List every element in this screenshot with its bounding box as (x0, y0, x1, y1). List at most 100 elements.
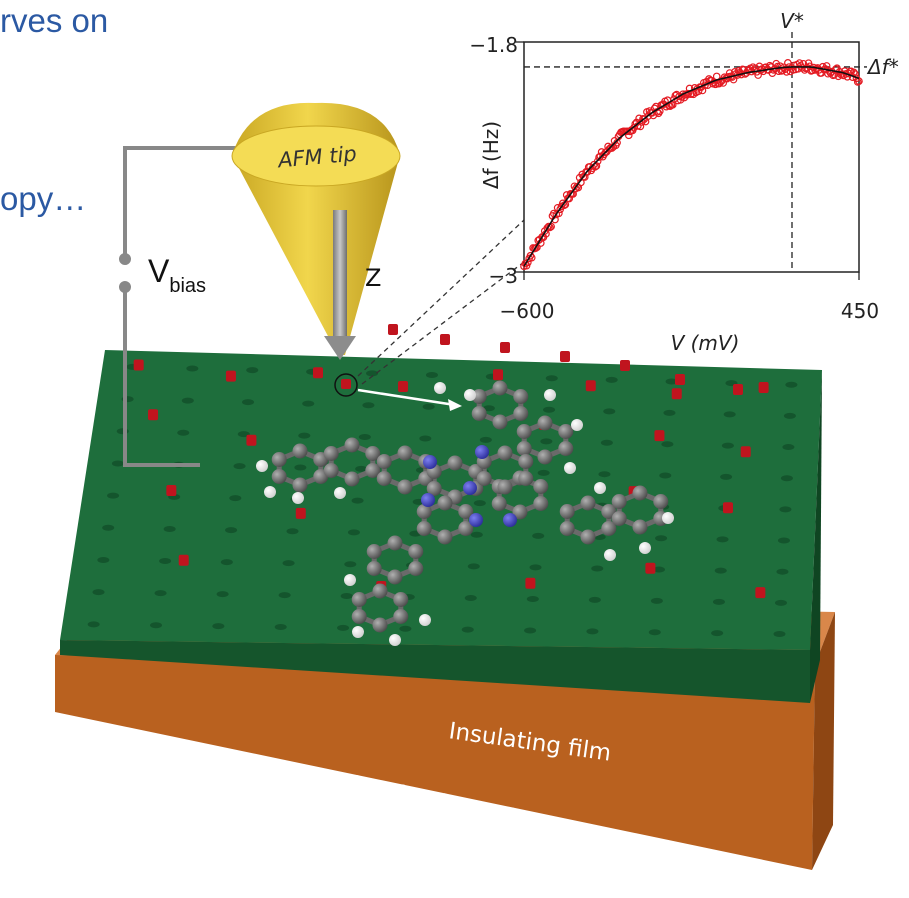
x-tick-label-right: 450 (841, 299, 879, 323)
lattice-site (598, 471, 611, 478)
carbon-atom (491, 496, 507, 511)
adatom (560, 351, 570, 362)
carbon-atom (512, 504, 528, 520)
carbon-atom (580, 529, 596, 545)
carbon-atom (497, 445, 513, 461)
carbon-atom (292, 443, 308, 459)
carbon-atom (458, 504, 474, 519)
hline-label: Δf* (866, 55, 899, 79)
carbon-atom (271, 452, 287, 467)
adatom (740, 446, 751, 458)
lattice-site (216, 591, 229, 598)
fit-line (523, 66, 860, 267)
lattice-site (87, 621, 100, 628)
lattice-site (586, 628, 599, 635)
lattice-site (212, 623, 225, 630)
lattice-site (470, 531, 483, 538)
carbon-atom (387, 569, 403, 585)
data-point (701, 81, 709, 89)
chart-frame (523, 41, 860, 273)
lattice-site (366, 370, 379, 377)
lattice-site (399, 625, 412, 632)
data-point (831, 65, 840, 73)
adatom (620, 360, 630, 371)
lattice-site (663, 409, 676, 416)
lattice-site (340, 593, 353, 600)
lattice-site (298, 432, 311, 439)
hydrogen-atom (352, 626, 364, 638)
df-vs-v-chart: −1.8 −3 −600 450 V (mV) Δf (Hz) V* Δf* (469, 9, 898, 355)
lattice-site (776, 568, 789, 575)
carbon-atom (365, 446, 381, 461)
lattice-site (785, 381, 798, 388)
data-point (623, 127, 632, 136)
carbon-atom (344, 471, 360, 487)
data-point (531, 244, 540, 253)
adatom (758, 382, 769, 394)
adatom (645, 562, 656, 574)
carbon-atom (492, 380, 508, 396)
lattice-site (650, 597, 663, 604)
lattice-site (524, 627, 537, 634)
carbon-atom (437, 529, 453, 545)
carbon-atom (366, 561, 382, 576)
carbon-atom (516, 441, 532, 456)
lattice-site (779, 506, 792, 513)
vbias-label: Vbias (148, 253, 206, 297)
adatom (722, 502, 733, 514)
lattice-site (225, 527, 238, 534)
lattice-site (92, 589, 105, 596)
lattice-site (600, 439, 613, 446)
adatom (585, 380, 596, 392)
adatom (671, 388, 682, 400)
lattice-site (543, 406, 556, 413)
z-label: Z (365, 264, 381, 292)
lattice-site (652, 566, 665, 573)
lattice-site (714, 567, 727, 574)
carbon-atom (518, 471, 534, 486)
adatom (148, 409, 159, 421)
vline-label: V* (780, 9, 804, 33)
lattice-site (780, 475, 793, 482)
lattice-site (526, 595, 539, 602)
carbon-atom (447, 455, 463, 471)
lattice-site (721, 442, 734, 449)
carbon-atom (397, 445, 413, 461)
probe-path (334, 373, 462, 411)
nitrogen-atom (475, 445, 489, 459)
adatom (733, 384, 743, 395)
adatom (225, 370, 236, 382)
y-tick-label-bottom: −3 (489, 264, 518, 288)
lattice-site (782, 444, 795, 451)
lattice-site (220, 559, 233, 566)
lattice-site (773, 631, 786, 638)
adatom (246, 434, 257, 446)
lattice-site (181, 397, 194, 404)
lattice-site (347, 529, 360, 536)
carbon-atom (537, 415, 553, 431)
nitrogen-atom (421, 493, 435, 507)
lattice-site (102, 524, 115, 531)
carbon-atom (476, 471, 492, 486)
carbon-atom (533, 479, 549, 494)
lattice-site (163, 525, 176, 532)
lattice-site (154, 590, 167, 597)
lattice-site (351, 497, 364, 504)
lattice-site (419, 435, 432, 442)
carbon-atom (408, 561, 424, 576)
lattice-site (278, 592, 291, 599)
carbon-atom (632, 519, 648, 535)
lattice-site (605, 376, 618, 383)
surface-lattice (87, 363, 798, 638)
carbon-atom (537, 449, 553, 465)
lattice-site (159, 558, 172, 565)
hydrogen-atom (334, 487, 346, 499)
lattice-site (177, 429, 190, 436)
carbon-atom (518, 454, 534, 469)
adatom (525, 577, 536, 589)
adatom (312, 367, 323, 379)
carbon-atom (372, 617, 388, 633)
zoom-lines (357, 219, 525, 385)
hydrogen-atom (564, 462, 576, 474)
